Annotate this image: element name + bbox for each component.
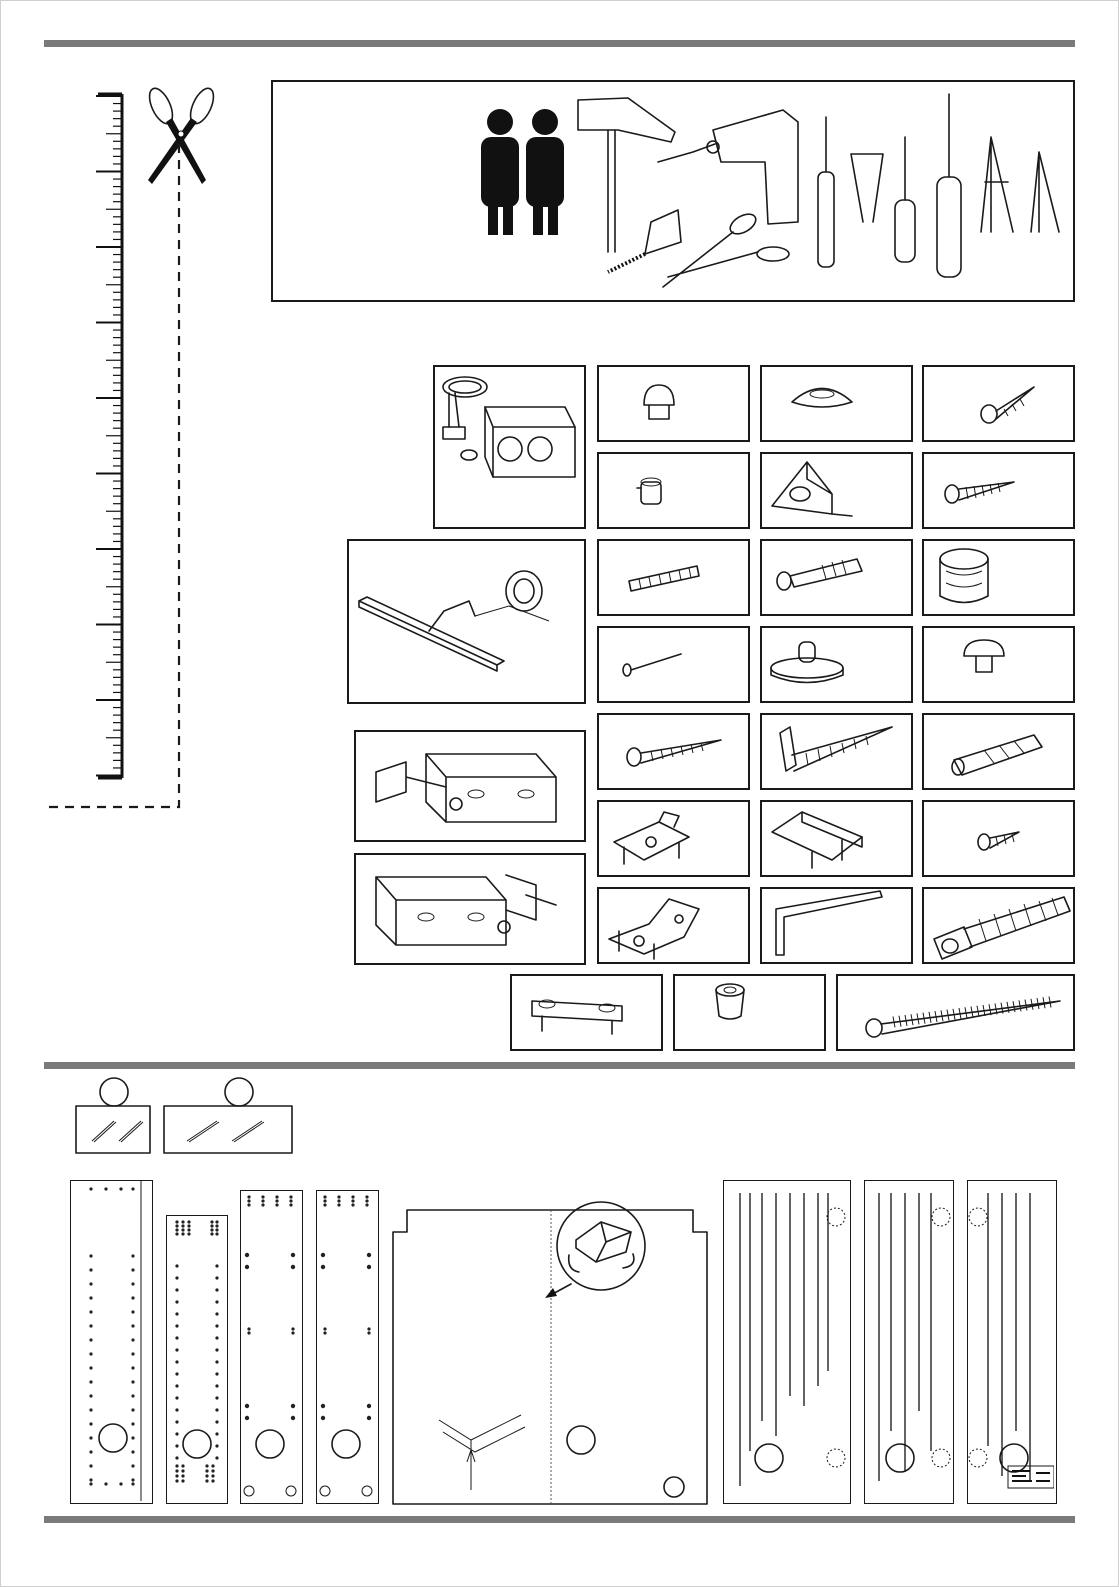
long-screw: [836, 974, 1075, 1051]
cover-cap: [760, 365, 913, 442]
led-lamp: [347, 539, 586, 704]
bumper-cap: [922, 626, 1075, 703]
glide-pad: [760, 626, 913, 703]
hook-screw: [760, 713, 913, 790]
screw: [922, 365, 1075, 442]
magnifier-callout-icon: [545, 1202, 645, 1298]
bottom-rule: [44, 1516, 1075, 1523]
hinge-plate: [760, 800, 913, 877]
side-panel-right: [166, 1215, 228, 1504]
tweezers-icon: [851, 154, 883, 222]
cam-bolt: [760, 539, 913, 616]
door-3: [967, 1180, 1057, 1504]
corner-bracket: [760, 452, 913, 529]
partition-2: [316, 1190, 379, 1504]
corner-detail-icon: [439, 1415, 525, 1490]
drill-icon: [658, 110, 798, 224]
scissors-icon: [663, 210, 789, 287]
link-bracket: [510, 974, 663, 1051]
screwdriver-phillips-icon: [895, 137, 915, 262]
middle-rule: [44, 1062, 1075, 1069]
mounting-plate: [597, 800, 750, 877]
nail: [597, 626, 750, 703]
cam-lock: [922, 539, 1075, 616]
screw-short: [922, 800, 1075, 877]
screwdriver-flat-icon: [818, 117, 834, 267]
side-panel-left: [70, 1180, 153, 1504]
hammer-icon: [578, 98, 675, 252]
tools-panel: [271, 80, 1075, 302]
connector-bolt: [922, 887, 1075, 964]
screw-countersunk: [597, 713, 750, 790]
product-label-icon: [1008, 1466, 1054, 1488]
glass-shelf-2: [162, 1076, 294, 1156]
bit-icon: [981, 137, 1013, 232]
shelf-support: [597, 452, 750, 529]
mirror-mount-left: [354, 730, 586, 842]
door-1: [723, 1180, 851, 1504]
tape-measure-icon: [608, 210, 681, 272]
door-2: [864, 1180, 954, 1504]
wood-dowel: [597, 539, 750, 616]
mirror-mount-right: [354, 853, 586, 965]
screwdriver-long-icon: [937, 94, 961, 277]
insert-nut: [673, 974, 826, 1051]
shelf-pin-cap: [597, 365, 750, 442]
glass-shelf-1: [74, 1076, 154, 1156]
wall-plug: [922, 713, 1075, 790]
scissors-icon: [44, 84, 224, 824]
bit-small-icon: [1031, 152, 1059, 232]
hinge: [597, 887, 750, 964]
two-persons-icon: [481, 109, 564, 235]
allen-key: [760, 887, 913, 964]
screw-long: [922, 452, 1075, 529]
back-panel: [391, 1200, 711, 1506]
partition-1: [240, 1190, 303, 1504]
top-rule: [44, 40, 1075, 47]
electrical-socket-box: [433, 365, 586, 529]
